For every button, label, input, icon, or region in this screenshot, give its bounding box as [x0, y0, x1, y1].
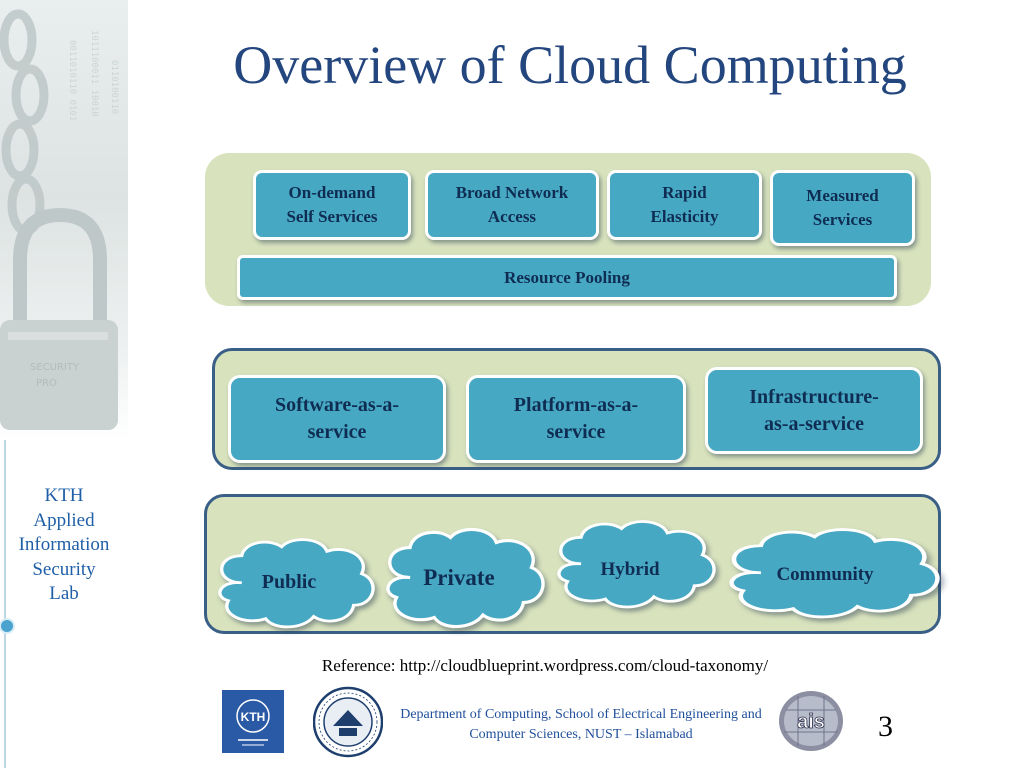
- deployment-public-cloud: Public: [215, 537, 375, 630]
- sidebar-dot: [0, 618, 15, 634]
- characteristic-measured-services: Measured Services: [770, 170, 915, 246]
- svg-text:ais: ais: [797, 711, 825, 733]
- nust-seal-logo: [312, 686, 384, 758]
- svg-text:0110100110: 0110100110: [109, 60, 119, 114]
- lab-name: KTH Applied Information Security Lab: [18, 485, 110, 604]
- service-model-iaas: Infrastructure- as-a-service: [705, 367, 923, 454]
- service-model-paas: Platform-as-a- service: [466, 375, 686, 463]
- svg-text:0011010110 0101: 0011010110 0101: [67, 40, 77, 121]
- slide-title: Overview of Cloud Computing: [233, 35, 907, 95]
- svg-text:KTH: KTH: [241, 710, 266, 724]
- sidebar: 0011010110 0101 1011100011 10010 0110100…: [0, 0, 128, 768]
- characteristic-broad-network-access: Broad Network Access: [425, 170, 599, 240]
- ais-logo: ais: [778, 690, 844, 752]
- characteristic-on-demand-self-services: On-demand Self Services: [253, 170, 411, 240]
- department-footer: Department of Computing, School of Elect…: [400, 707, 762, 742]
- deployment-private-label: Private: [423, 565, 495, 590]
- characteristic-rapid-elasticity: Rapid Elasticity: [607, 170, 762, 240]
- deployment-community-cloud: Community: [725, 530, 940, 620]
- deployment-hybrid-label: Hybrid: [600, 559, 660, 580]
- sidebar-divider-line: [4, 440, 6, 768]
- deployment-hybrid-cloud: Hybrid: [554, 519, 716, 610]
- deployment-private-cloud: Private: [383, 527, 545, 630]
- page-number: 3: [878, 710, 893, 743]
- padlock-chain-image: 0011010110 0101 1011100011 10010 0110100…: [0, 0, 128, 440]
- svg-text:SECURITY: SECURITY: [30, 362, 80, 373]
- deployment-community-label: Community: [776, 564, 874, 585]
- reference-text: Reference: http://cloudblueprint.wordpre…: [321, 656, 769, 675]
- resource-pooling-bar: Resource Pooling: [237, 255, 897, 300]
- svg-text:1011100011 10010: 1011100011 10010: [89, 30, 99, 117]
- service-model-saas: Software-as-a- service: [228, 375, 446, 463]
- deployment-public-label: Public: [261, 571, 317, 593]
- kth-logo: KTH: [222, 690, 284, 753]
- svg-text:PRO: PRO: [36, 378, 57, 389]
